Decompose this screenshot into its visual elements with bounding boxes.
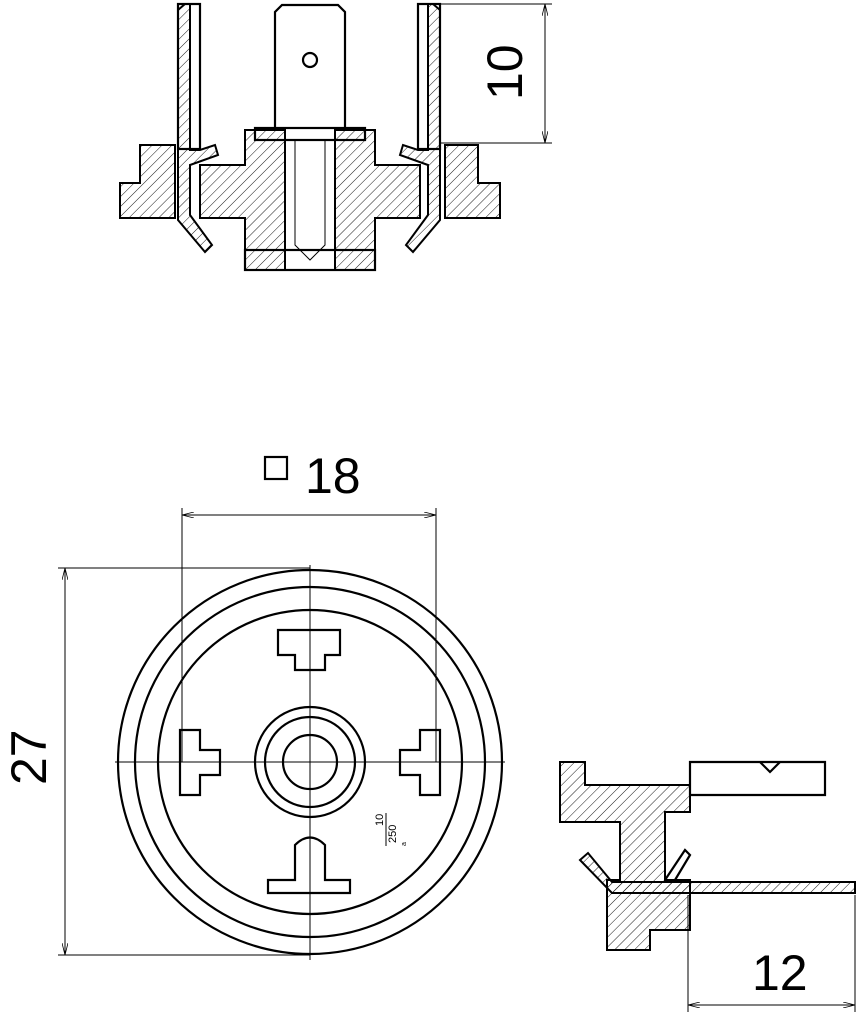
svg-text:a: a [401, 842, 408, 846]
bottom-terminal [266, 836, 352, 895]
dimension-10: 10 [477, 44, 533, 100]
right-terminal [398, 728, 442, 797]
dimension-27: 27 [1, 729, 57, 785]
side-view: 12 [559, 760, 856, 1012]
center-contact [273, 3, 347, 130]
side-housing [559, 761, 691, 951]
svg-text:10: 10 [374, 814, 386, 826]
contact-hole [301, 51, 319, 69]
left-terminal [178, 728, 222, 797]
housing-outline [243, 248, 377, 272]
front-view: 10 250 a 18 27 [1, 448, 505, 960]
section-view-top: 10 [119, 2, 552, 272]
dimension-18: 18 [305, 448, 361, 504]
svg-text:250: 250 [387, 825, 399, 843]
dimension-12: 12 [752, 945, 808, 1001]
side-blade [578, 851, 856, 894]
square-symbol-icon [263, 455, 289, 481]
top-terminal [276, 628, 342, 672]
surface-note: 10 250 a [374, 813, 408, 846]
